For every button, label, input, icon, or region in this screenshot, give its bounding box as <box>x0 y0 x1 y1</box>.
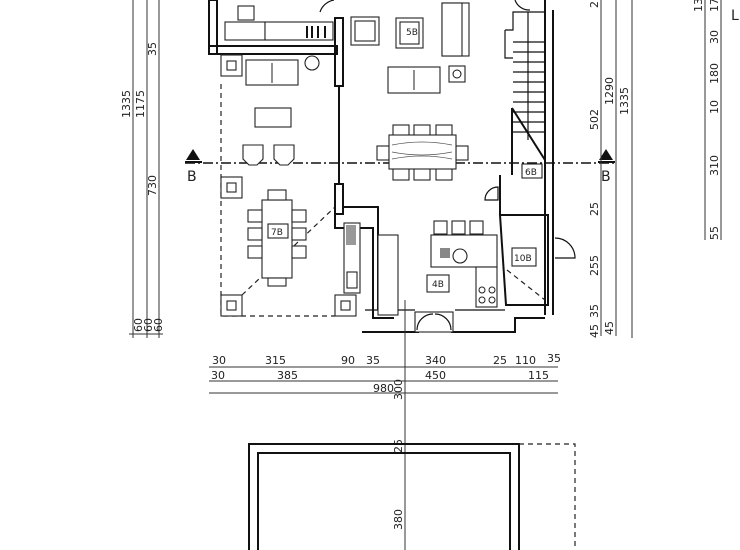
left-dimensions: 1335 1175 35 730 60 60 60 <box>120 0 165 338</box>
room-label-living: 5B <box>406 28 418 38</box>
dim-b1-35b: 35 <box>547 352 561 365</box>
dim-far-30: 30 <box>708 30 721 44</box>
dim-far-180: 180 <box>708 63 721 84</box>
dim-right-1290: 1290 <box>603 77 616 105</box>
dim-b1-30: 30 <box>212 354 226 367</box>
lower-structure <box>248 443 576 550</box>
dim-b1-340: 340 <box>425 354 446 367</box>
right-dimensions: 2 502 25 255 35 45 1290 45 1335 13 17 30… <box>588 0 739 338</box>
dim-far-310: 310 <box>708 155 721 176</box>
dim-left-1335: 1335 <box>120 90 133 118</box>
terrace: 7B <box>208 0 357 317</box>
dim-v-25: 25 <box>392 439 405 453</box>
dim-b1-315: 315 <box>265 354 286 367</box>
dim-right-25: 25 <box>588 202 601 216</box>
dim-b1-90: 90 <box>341 354 355 367</box>
dim-right-2: 2 <box>588 1 601 8</box>
dim-right-1335: 1335 <box>618 87 631 115</box>
dim-left-60b: 60 <box>142 318 155 332</box>
section-label-left: B <box>187 169 197 185</box>
room-label-wc: 6B <box>525 168 537 178</box>
dim-left-35: 35 <box>146 42 159 56</box>
living-room: 5B <box>350 2 470 181</box>
room-label-kitchen: 4B <box>432 280 444 290</box>
corner-mark: L <box>731 8 739 24</box>
dim-far-17: 17 <box>708 0 721 12</box>
dim-left-1175: 1175 <box>134 90 147 118</box>
utility-room: 10B <box>506 247 546 301</box>
dim-far-55: 55 <box>708 226 721 240</box>
dim-right-255: 255 <box>588 255 601 276</box>
dim-v-380: 380 <box>392 509 405 530</box>
dim-b1-110: 110 <box>515 354 536 367</box>
house-walls <box>319 0 576 333</box>
dim-total-980: 980 <box>373 382 394 395</box>
dim-v-300: 300 <box>392 379 405 400</box>
dim-b2-30: 30 <box>211 369 225 382</box>
room-label-utility: 10B <box>514 254 532 264</box>
room-label-terrace: 7B <box>271 228 283 238</box>
kitchen: 4B <box>343 220 498 316</box>
section-label-right: B <box>601 169 611 185</box>
dim-left-60a: 60 <box>132 318 145 332</box>
stairs: 6B <box>504 11 546 179</box>
section-line-b: B B <box>185 149 615 185</box>
section-arrow-right-icon <box>599 149 613 160</box>
dim-b1-25: 25 <box>493 354 507 367</box>
bottom-dimensions: 30 315 90 35 340 25 110 35 30 385 450 11… <box>209 300 561 550</box>
dim-left-730: 730 <box>146 175 159 196</box>
dim-right-45a: 45 <box>588 324 601 338</box>
dim-right-45b: 45 <box>603 321 616 335</box>
section-arrow-left-icon <box>186 149 200 160</box>
dim-far-13: 13 <box>692 0 705 12</box>
dim-right-502: 502 <box>588 109 601 130</box>
dim-b2-115: 115 <box>528 369 549 382</box>
dim-far-10: 10 <box>708 100 721 114</box>
dim-left-60c: 60 <box>152 318 165 332</box>
dim-b2-385: 385 <box>277 369 298 382</box>
dim-b2-450: 450 <box>425 369 446 382</box>
dim-b1-35a: 35 <box>366 354 380 367</box>
dim-right-35: 35 <box>588 304 601 318</box>
